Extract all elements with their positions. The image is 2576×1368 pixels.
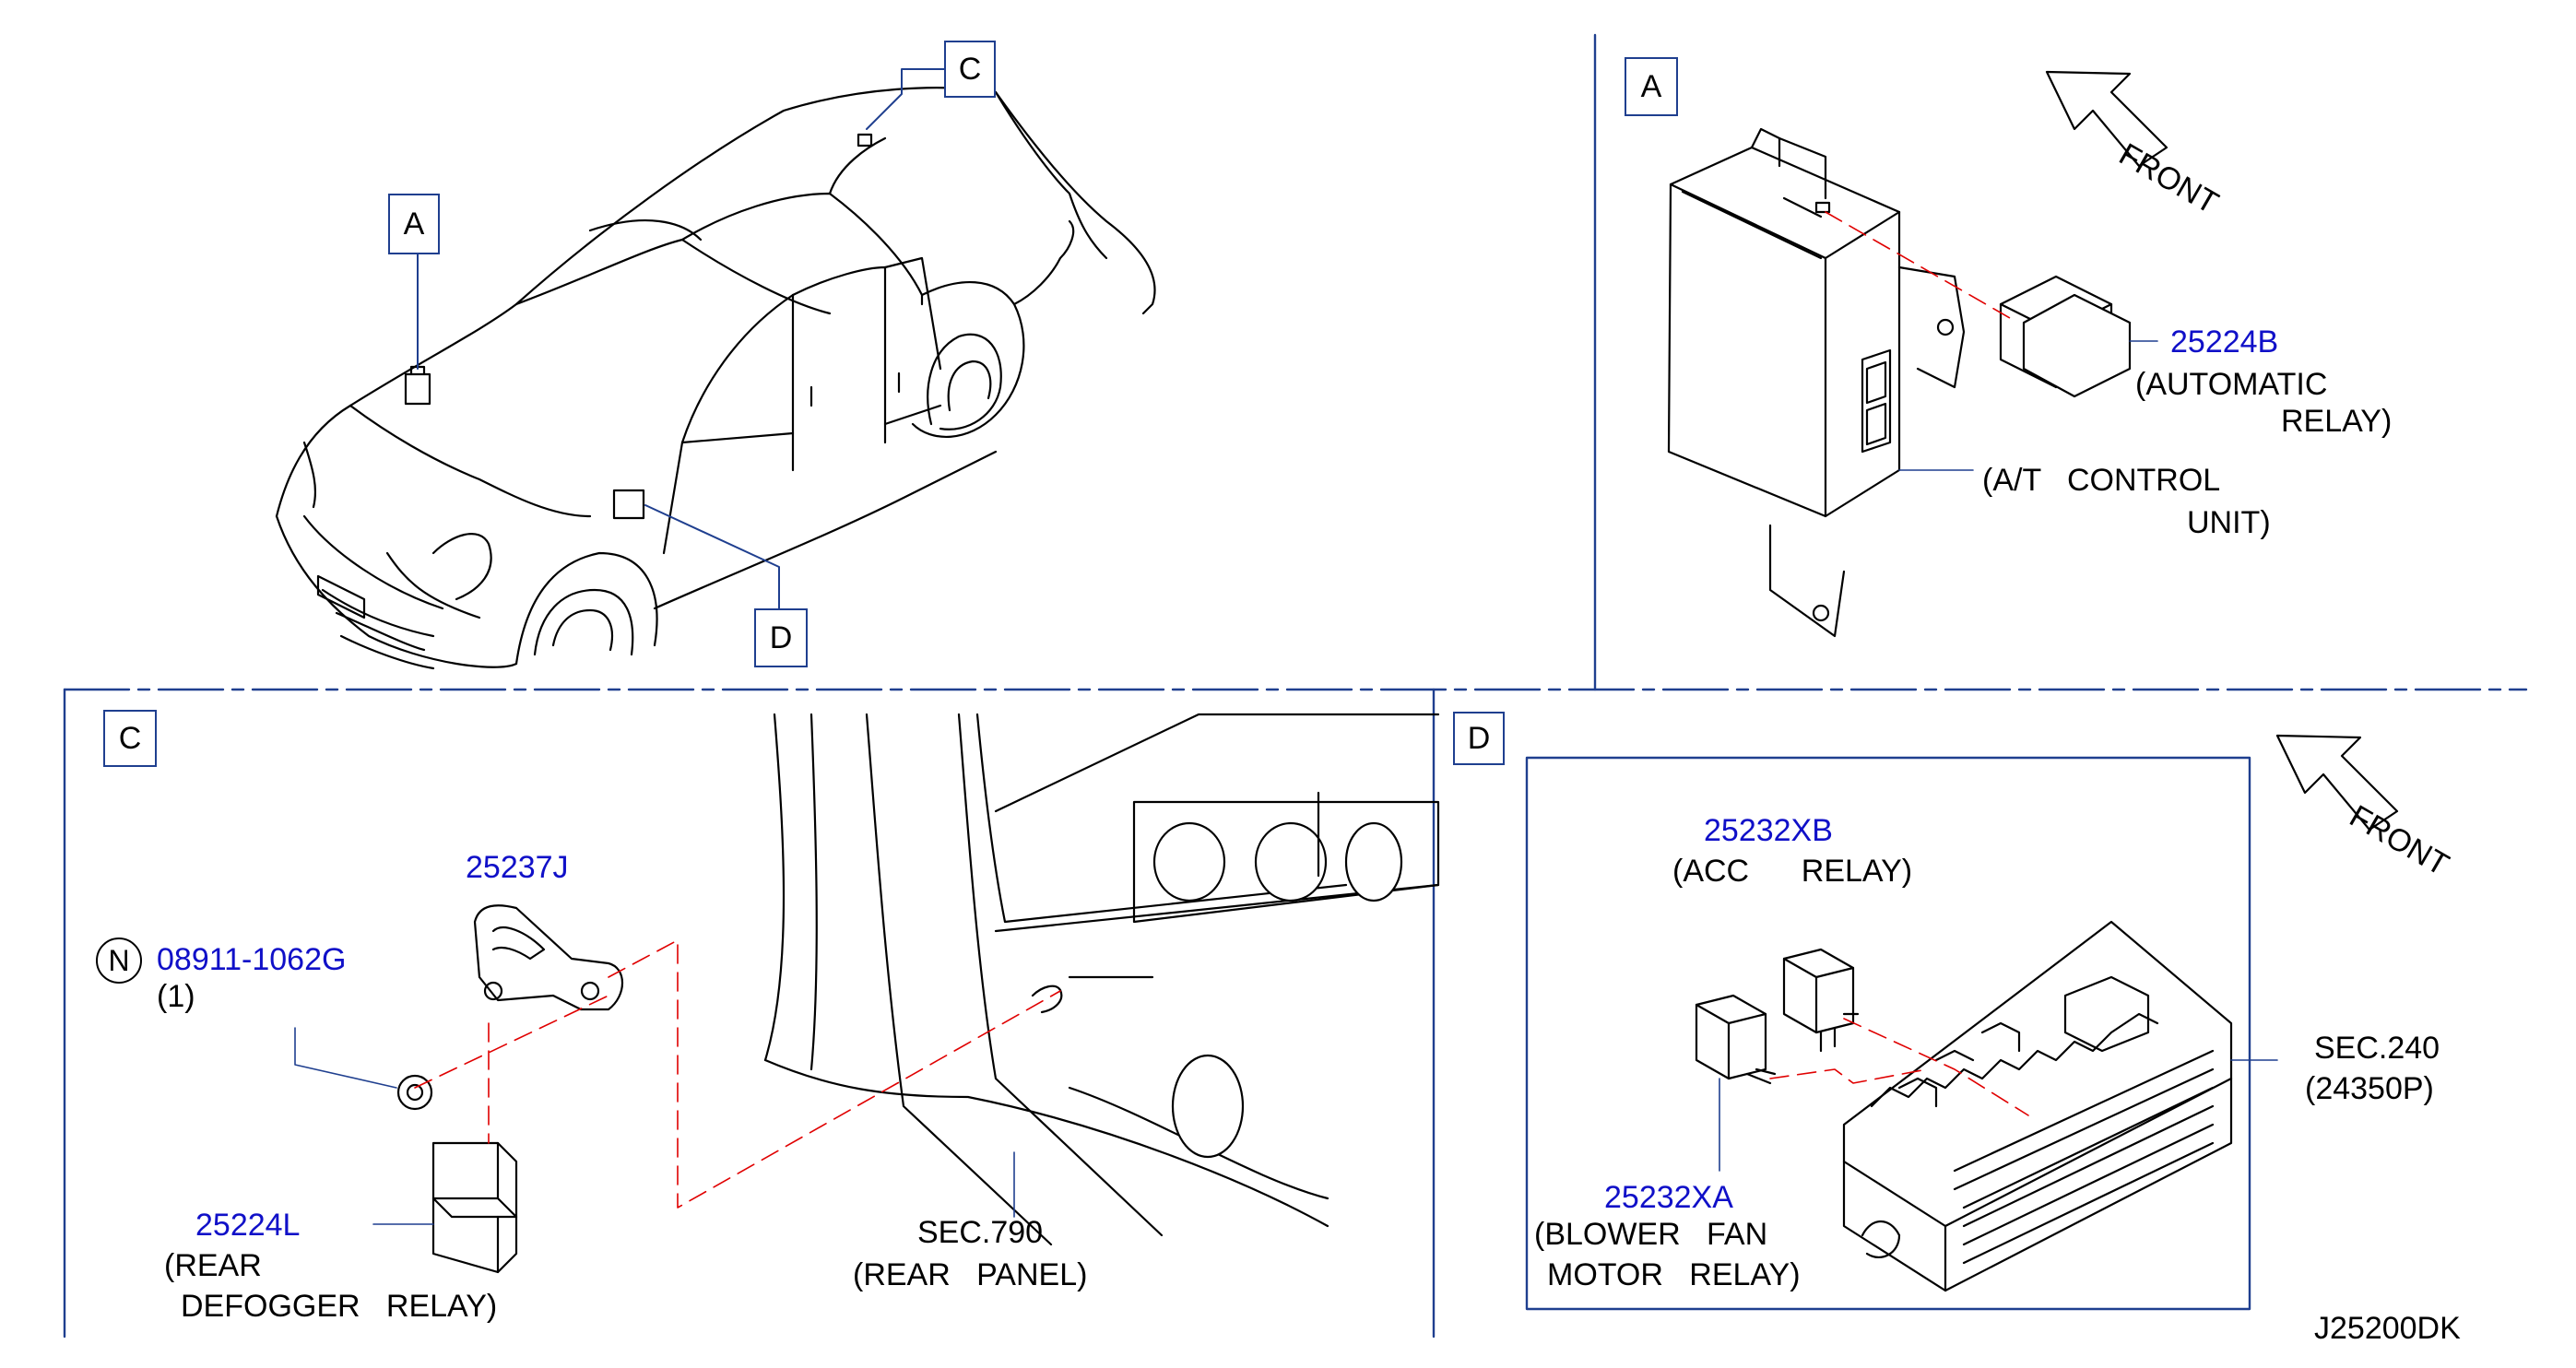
rear-defogger-bracket — [473, 904, 623, 1011]
blower-fan-motor-relay — [1695, 994, 1777, 1085]
callout-box-d: D — [754, 608, 808, 667]
callout-box-c: C — [944, 41, 996, 98]
panel-d-box: D — [1453, 712, 1505, 765]
front-arrow-d-icon — [2275, 734, 2399, 831]
panel-c-box: C — [103, 710, 157, 767]
blower-relay-name-line2: MOTOR RELAY) — [1547, 1257, 1801, 1292]
rear-panel-illustration — [763, 713, 1440, 1246]
panel-d-leaders — [1719, 1018, 2278, 1172]
diagram-code: J25200DK — [2314, 1311, 2461, 1346]
panel-frames — [63, 33, 2528, 1339]
nut-quantity: (1) — [157, 979, 195, 1014]
rear-panel-section[interactable]: SEC.790 — [917, 1215, 1044, 1250]
acc-relay-name: (ACC RELAY) — [1672, 854, 1913, 889]
rear-defogger-relay-name-line1: (REAR — [164, 1248, 262, 1283]
rear-panel-section-name: (REAR PANEL) — [853, 1257, 1088, 1292]
automatic-relay-name-line2: RELAY) — [2281, 404, 2393, 439]
panel-a-box: A — [1625, 57, 1678, 116]
car-illustration — [275, 87, 1156, 670]
fuse-block-section[interactable]: SEC.240 — [2314, 1031, 2440, 1066]
panel-a-leaders — [1825, 211, 2158, 471]
at-control-unit — [1667, 127, 1966, 638]
fuse-block — [1842, 920, 2233, 1292]
fuse-block-section-code: (24350P) — [2305, 1071, 2434, 1106]
front-arrow-a-icon — [2045, 70, 2168, 168]
automatic-relay — [1999, 275, 2132, 398]
automatic-relay-part-number[interactable]: 25224B — [2170, 324, 2279, 360]
panel-c-leaders — [294, 939, 1061, 1225]
acc-relay-part-number[interactable]: 25232XB — [1704, 813, 1833, 848]
rear-defogger-relay — [431, 1141, 518, 1274]
acc-relay — [1782, 948, 1860, 1053]
nut-part-number[interactable]: 08911-1062G — [157, 942, 347, 977]
rear-defogger-relay-part-number[interactable]: 25224L — [195, 1208, 301, 1243]
at-control-unit-name-line2: UNIT) — [2187, 505, 2271, 540]
nut-symbol: N — [96, 938, 142, 984]
rear-defogger-relay-name-line2: DEFOGGER RELAY) — [181, 1289, 498, 1324]
blower-relay-part-number[interactable]: 25232XA — [1604, 1180, 1733, 1215]
bracket-part-number[interactable]: 25237J — [466, 850, 569, 885]
blower-relay-name-line1: (BLOWER FAN — [1534, 1217, 1768, 1252]
car-callout-leaders — [417, 68, 945, 609]
automatic-relay-name-line1: (AUTOMATIC — [2135, 367, 2328, 402]
at-control-unit-name-line1: (A/T CONTROL — [1982, 463, 2221, 498]
nut — [396, 1074, 433, 1111]
callout-box-a: A — [388, 194, 440, 254]
